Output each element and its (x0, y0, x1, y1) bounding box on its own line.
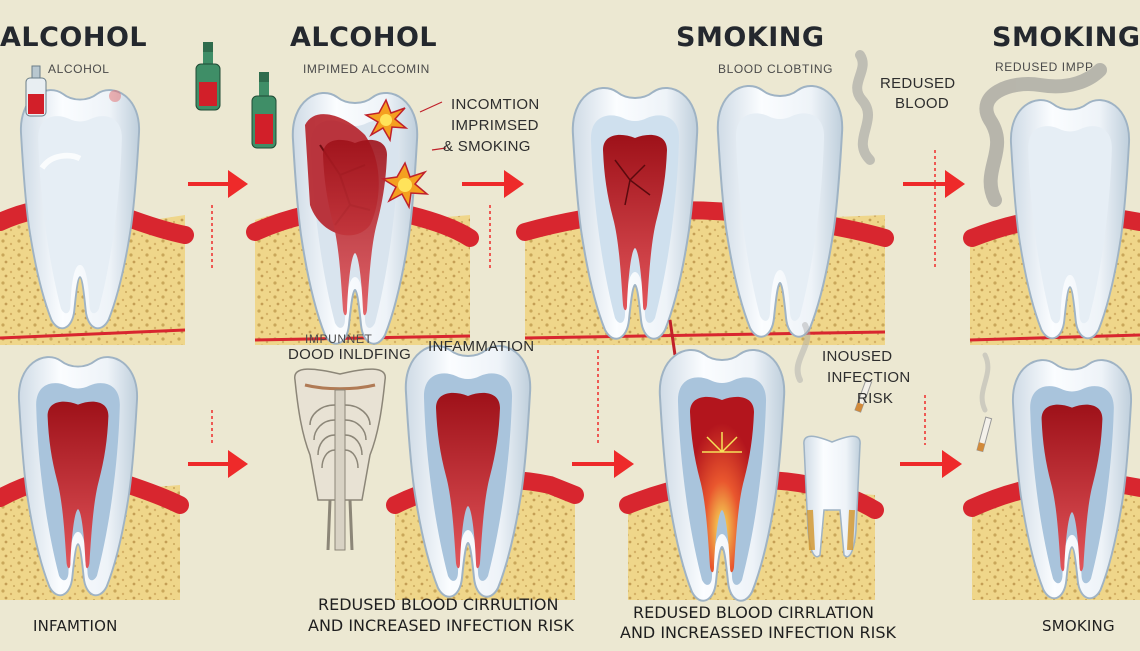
smoke-icon (794, 322, 991, 413)
caption-mid-b-line2: AND INCREASSED INFECTION RISK (620, 623, 896, 642)
subtitle-alcohol-1: ALCOHOL (48, 62, 110, 76)
label-inoused: INOUSED (822, 348, 893, 365)
starburst-icon (380, 161, 430, 210)
tooth-damaged (291, 91, 419, 345)
label-impunnet: IMPUNNET (305, 332, 373, 346)
smoke-icon (852, 50, 1107, 207)
label-blood: BLOOD (895, 95, 950, 112)
cigarette-icon (854, 379, 873, 413)
bottom-row (0, 322, 1140, 602)
starburst-icon (363, 98, 409, 143)
bottle-icon (251, 72, 277, 149)
label-risk: RISK (857, 390, 894, 407)
title-alcohol-1: ALCOHOL (0, 22, 148, 53)
label-incomtion: INCOMTION (451, 96, 540, 113)
title-smoking-2: SMOKING (992, 22, 1140, 53)
tooth-decayed (803, 435, 861, 558)
gum-bone-bottom (0, 467, 1140, 600)
skeleton-icon (294, 368, 386, 551)
caption-smoking: SMOKING (1042, 617, 1115, 635)
top-row (0, 42, 1140, 356)
title-smoking-1: SMOKING (676, 22, 825, 53)
bottle-icon (195, 42, 221, 111)
arrow-icon (188, 170, 248, 198)
bottle-icon (25, 65, 47, 117)
tooth-healthy (19, 89, 141, 330)
gum-bone-top (0, 197, 1140, 345)
arrow-icon (903, 170, 965, 198)
label-infection: INFECTION (827, 369, 911, 386)
subtitle-alcohol-2: IMPIMED ALCCOMIN (303, 62, 430, 76)
arrow-icon (188, 450, 248, 478)
tooth-infected (658, 348, 786, 602)
caption-mid-b-line1: REDUSED BLOOD CIRRLATION (633, 603, 875, 622)
caption-infamtion: INFAMTION (33, 617, 118, 635)
label-and-smoking: & SMOKING (443, 138, 531, 155)
caption-mid-a-line2: AND INCREASED INFECTION RISK (308, 616, 574, 635)
caption-mid-a-line1: REDUSED BLOOD CIRRULTION (318, 595, 559, 614)
label-imprimsed: IMPRIMSED (451, 117, 539, 134)
label-dood-inldfing: DOOD INLDFING (288, 346, 412, 363)
arrow-icon (462, 170, 524, 198)
label-infammation: INFAMMATION (428, 338, 535, 355)
title-alcohol-2: ALCOHOL (290, 22, 438, 53)
subtitle-smoking-1: BLOOD CLOBTING (718, 62, 834, 76)
arrow-icon (572, 450, 634, 478)
label-redused: REDUSED (880, 75, 956, 92)
tooth-inflamed-pulp (571, 86, 699, 356)
subtitle-smoking-2: REDUSED IMPP (995, 60, 1094, 74)
cigarette-icon (976, 416, 993, 453)
arrow-icon (900, 450, 962, 478)
